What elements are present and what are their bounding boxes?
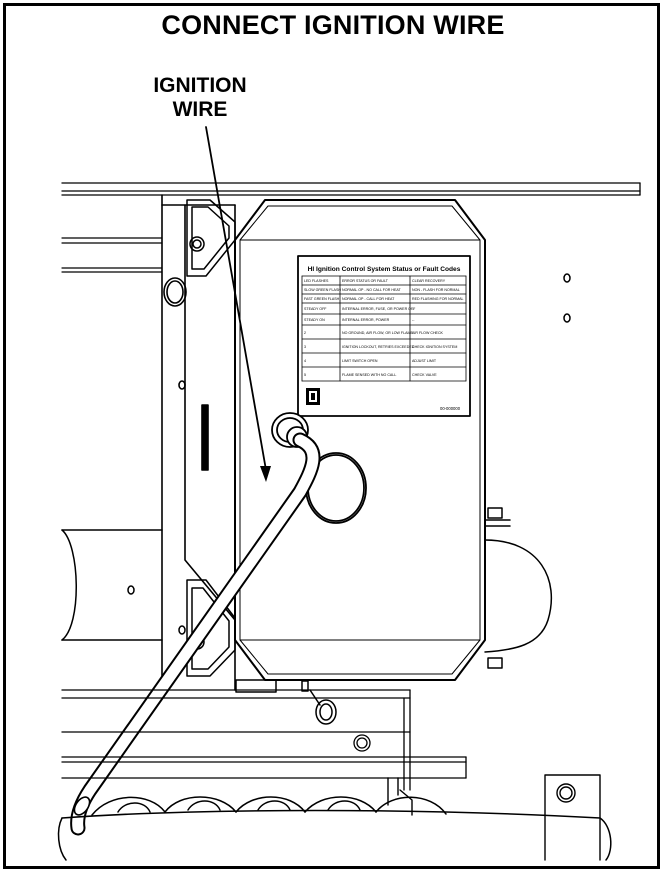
label-cell: 2 <box>304 331 306 335</box>
upper-bracket <box>186 199 236 277</box>
diagram-title: CONNECT IGNITION WIRE <box>161 10 505 40</box>
right-side-hardware <box>484 273 571 669</box>
label-cell: 5 <box>304 373 306 377</box>
ignition-wire-callout: IGNITION WIRE <box>130 74 270 122</box>
label-cell: AIR FLOW CHECK <box>412 331 444 335</box>
label-cell: NORMAL OP - NO CALL FOR HEAT <box>342 288 402 292</box>
label-cell: ERROR STATUS OR FAULT <box>342 279 389 283</box>
label-plate-heading: HI Ignition Control System Status or Fau… <box>308 266 461 273</box>
label-cell: SLOW GREEN FLASH <box>304 288 341 292</box>
label-part-number: 00-000000 <box>440 406 461 411</box>
label-cell: NON - FLASH FOR NORMAL <box>412 288 460 292</box>
lower-mount <box>235 679 337 725</box>
label-cell: NORMAL OP - CALL FOR HEAT <box>342 297 395 301</box>
burner-tube <box>57 796 612 861</box>
label-cell: NO GROUND, AIR FLOW, OR LOW FLAME <box>342 331 413 335</box>
label-cell: STEADY ON <box>304 318 325 322</box>
left-tube <box>61 529 186 641</box>
label-cell: ADJUST LIMIT <box>412 359 437 363</box>
label-cell: LED FLASHES <box>304 279 329 283</box>
callout-line-1: IGNITION <box>153 74 247 97</box>
label-cell: IGNITION LOCKOUT, RETRIES EXCEEDED <box>342 345 415 349</box>
label-cell: STEADY OFF <box>304 307 327 311</box>
label-cell: FLAME SENSED WITH NO CALL <box>342 373 396 377</box>
label-cell: CHECK IGNITION SYSTEM <box>412 345 457 349</box>
left-rails <box>61 237 163 273</box>
callout-leader <box>205 126 271 482</box>
label-cell: 3 <box>304 345 306 349</box>
bottom-right-bracket <box>387 774 601 861</box>
callout-line-2: WIRE <box>172 98 228 121</box>
label-cell: INTERNAL ERROR, POWER <box>342 318 390 322</box>
label-cell: FAST GREEN FLASH <box>304 297 340 301</box>
label-cell: CLEAR RECOVERY <box>412 279 446 283</box>
label-cell: LIMIT SWITCH OPEN <box>342 359 378 363</box>
label-cell: RED FLASHING FOR NORMAL <box>412 297 464 301</box>
label-cell: -- <box>412 307 415 311</box>
label-cell: INTERNAL ERROR, FUSE, OR POWER OFF <box>342 307 416 311</box>
top-rail <box>61 182 641 196</box>
label-cell: CHECK VALVE <box>412 373 437 377</box>
label-plate: HI Ignition Control System Status or Fau… <box>297 255 471 417</box>
label-cell: -- <box>412 318 415 322</box>
label-cell: 4 <box>304 359 306 363</box>
ignition-wire <box>70 432 321 836</box>
lower-frame <box>61 689 467 791</box>
